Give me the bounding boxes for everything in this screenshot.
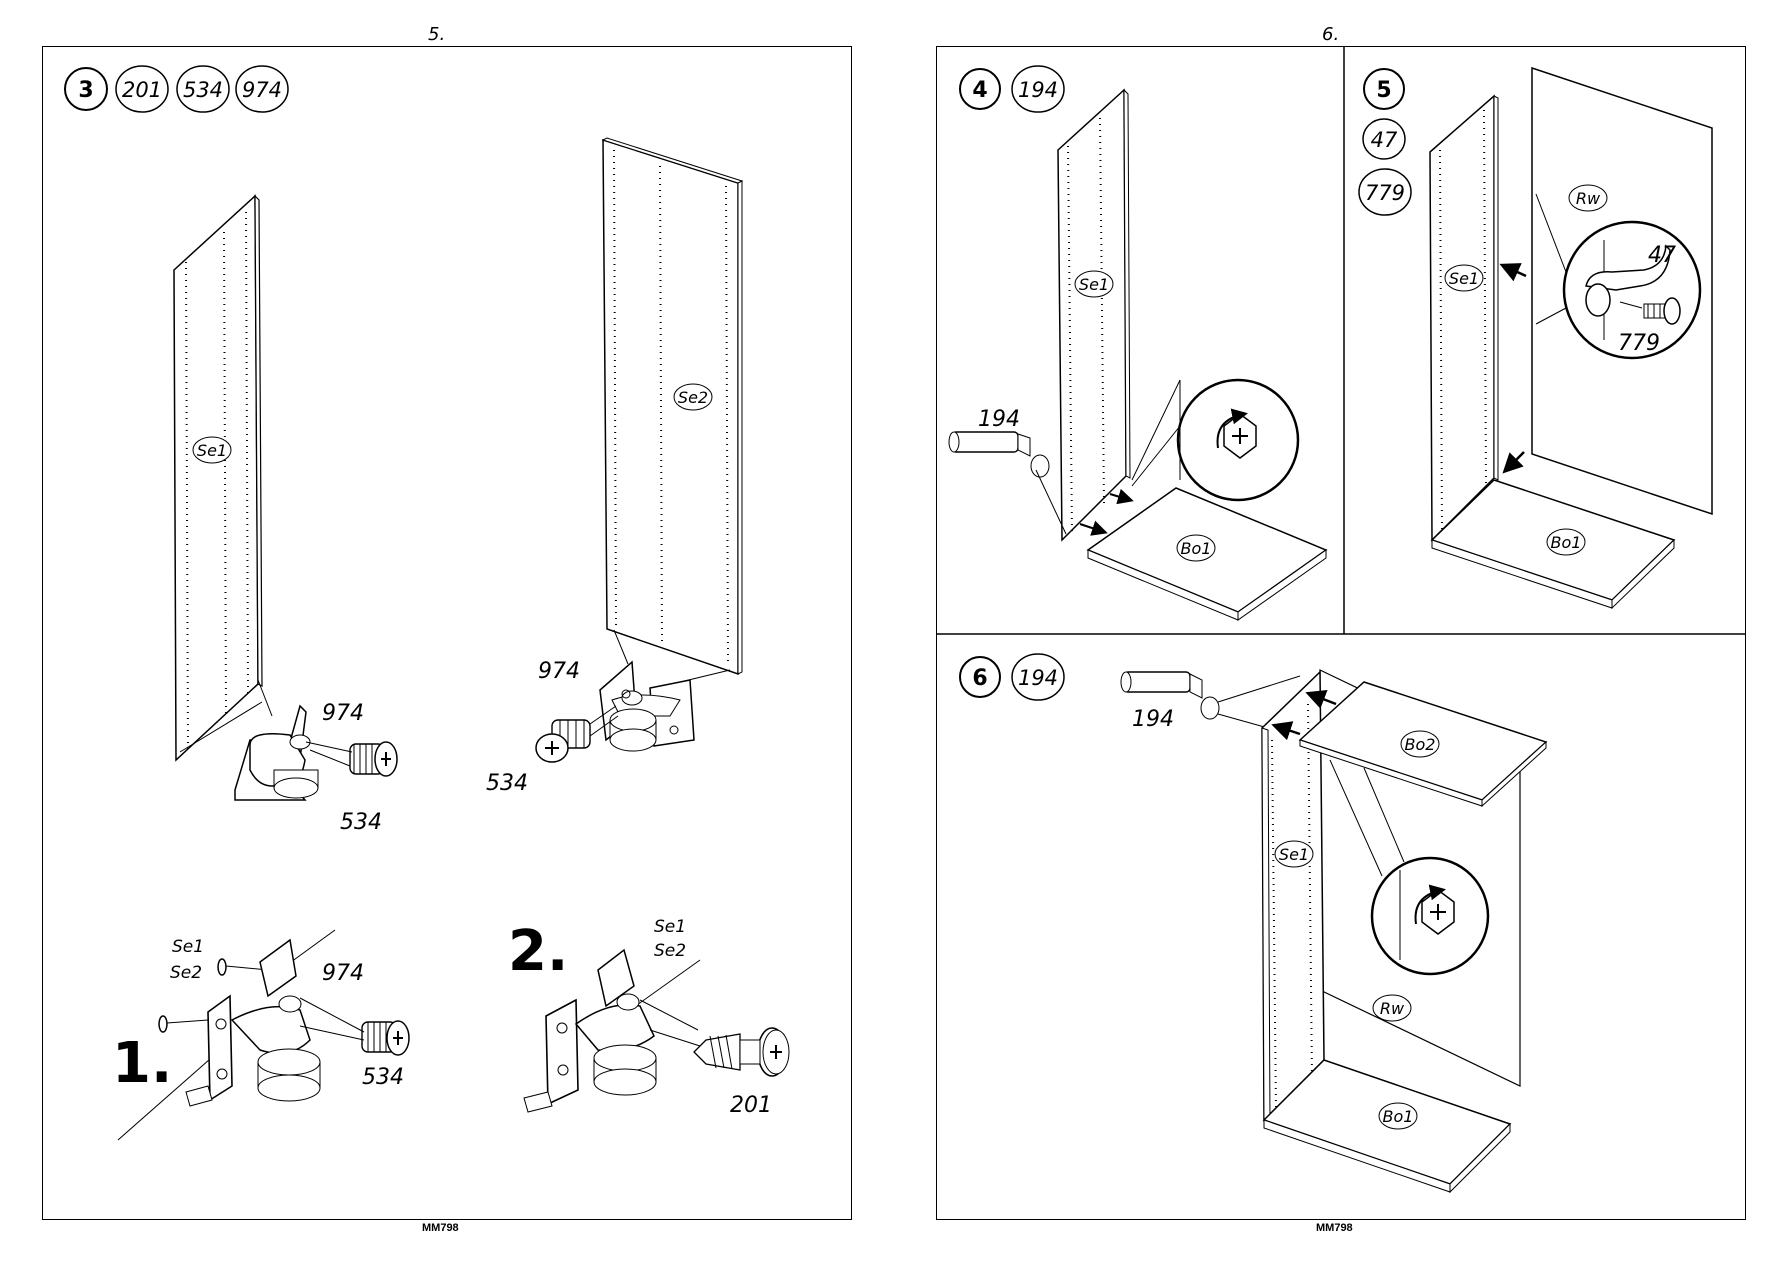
step-3-badge: 3	[64, 67, 108, 111]
step-4-base-label: Bo1	[1181, 539, 1212, 558]
page-number-left: 5.	[428, 24, 446, 45]
step-6-base-label: Bo1	[1383, 1107, 1414, 1126]
hinge-left-534-label: 534	[340, 810, 382, 835]
panel-se1-label: Se1	[197, 441, 227, 460]
part-201-label: 201	[122, 78, 162, 102]
detail-1-se1: Se1	[172, 937, 204, 957]
hinge-assembly-right	[535, 660, 695, 763]
step-5-base-label: Bo1	[1551, 533, 1582, 552]
detail-1-step-label: 1.	[112, 1031, 172, 1096]
detail-2-se1: Se1	[654, 917, 686, 937]
step-4-panel: 4 194 Se1 Bo1 194	[948, 65, 1328, 621]
hinge-left-974-label: 974	[322, 701, 364, 726]
part-badge-779: 779	[1358, 168, 1412, 216]
step-5-panel-label: Se1	[1449, 269, 1479, 288]
page-number-right: 6.	[1322, 24, 1340, 45]
part-badge-47: 47	[1362, 118, 1406, 160]
step-5-back-label: Rw	[1576, 189, 1601, 208]
step-6-number: 6	[972, 666, 987, 691]
step-6-top-label: Bo2	[1405, 735, 1436, 754]
detail-2-se2: Se2	[654, 941, 686, 961]
side-panel-se1: Se1	[173, 194, 273, 762]
step-5-clip-label: 47	[1648, 243, 1676, 268]
detail-1-se2: Se2	[170, 963, 202, 983]
part-badge-201: 201	[115, 65, 169, 113]
hinge-right-974-label: 974	[538, 659, 580, 684]
step-5-part-47: 47	[1371, 128, 1398, 152]
step-4-badge: 4	[959, 68, 1001, 110]
detail-2-step-label: 2.	[508, 919, 568, 984]
footer-code-left: MM798	[422, 1222, 459, 1234]
part-badge-974: 974	[235, 65, 289, 113]
step-4-part-194: 194	[1018, 78, 1058, 102]
left-page-frame	[42, 46, 852, 1220]
step-4-panel-label: Se1	[1079, 275, 1109, 294]
step-4-dowel-label: 194	[978, 407, 1020, 432]
hinge-assembly-left	[234, 704, 398, 801]
part-974-label: 974	[242, 78, 282, 102]
hinge-right-534-label: 534	[486, 771, 528, 796]
step-6-part-194: 194	[1018, 666, 1058, 690]
footer-code-right: MM798	[1316, 1222, 1353, 1234]
side-panel-se2: Se2	[601, 137, 744, 685]
step-5-number: 5	[1376, 78, 1391, 103]
panel-se2-label: Se2	[678, 388, 708, 407]
step-6-dowel-label: 194	[1132, 707, 1174, 732]
step-5-badge: 5	[1363, 68, 1405, 110]
step-3-number: 3	[78, 78, 93, 103]
step-6-badge: 6	[959, 656, 1001, 698]
part-badge-194-step4: 194	[1011, 65, 1065, 113]
step-5-part-779: 779	[1365, 181, 1405, 205]
step-6-panel-label: Se1	[1279, 845, 1309, 864]
detail-1-bracket-974: 974	[322, 961, 364, 986]
detail-2: 2. Se1 Se2 201	[508, 917, 790, 1118]
detail-2-screw-201: 201	[730, 1093, 772, 1118]
detail-1: 1. Se1 Se2 974 534	[112, 929, 410, 1141]
step-5-screw-label: 779	[1618, 331, 1660, 356]
step-5-panel: 5 47 779 Rw Se1 Bo1	[1358, 66, 1713, 610]
right-page-frame	[936, 46, 1746, 1220]
step-6-back-label: Rw	[1380, 999, 1405, 1018]
part-badge-194-step6: 194	[1011, 653, 1065, 701]
part-badge-534: 534	[176, 65, 230, 113]
detail-1-screw-534: 534	[362, 1065, 404, 1090]
step-4-number: 4	[972, 78, 987, 103]
step-6-panel: 6 194 194 Rw Se1 Bo1 B	[959, 653, 1548, 1194]
part-534-label: 534	[183, 78, 223, 102]
